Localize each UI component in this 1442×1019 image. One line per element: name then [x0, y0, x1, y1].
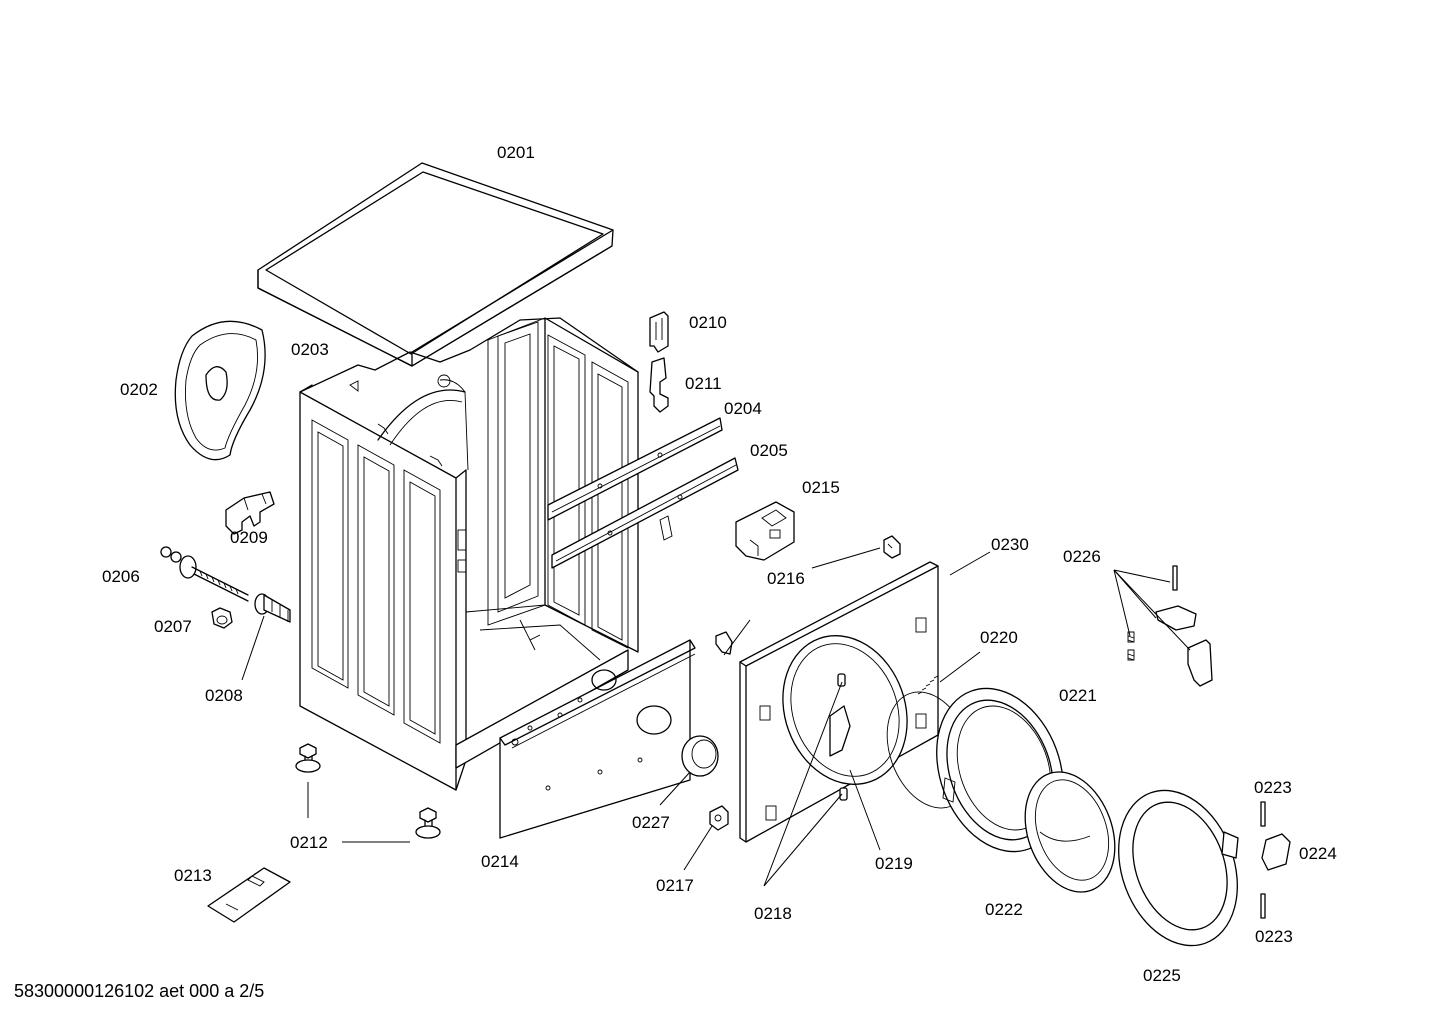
label-0223-top: 0223	[1254, 778, 1292, 797]
label-0202: 0202	[120, 380, 158, 399]
part-hinge-clip-0216	[883, 535, 901, 559]
part-plate-0213	[207, 867, 291, 923]
part-nut-0207	[211, 607, 233, 629]
label-0221: 0221	[1059, 686, 1097, 705]
part-rear-cover	[174, 320, 266, 461]
footer-document-code: 58300000126102 aet 000 a 2/5	[14, 981, 264, 1001]
label-0230: 0230	[991, 535, 1029, 554]
label-0220: 0220	[980, 628, 1018, 647]
label-0201: 0201	[497, 143, 535, 162]
label-0227: 0227	[632, 813, 670, 832]
label-0211: 0211	[685, 374, 722, 393]
label-0204: 0204	[724, 399, 762, 418]
label-0215: 0215	[802, 478, 840, 497]
label-0205: 0205	[750, 441, 788, 460]
part-front-panel-0230	[739, 561, 939, 843]
part-shock-0208	[254, 593, 291, 623]
part-door-lock-0215	[735, 501, 795, 561]
part-top-cover	[257, 162, 614, 367]
part-rail-0205	[551, 457, 739, 569]
part-hook-0211	[649, 357, 669, 413]
label-0216: 0216	[767, 569, 805, 588]
part-foot-0212a	[295, 743, 321, 773]
part-cap-0227	[681, 735, 719, 777]
part-door-ring-0225	[1118, 789, 1239, 947]
part-door-glass-0222	[1024, 771, 1116, 893]
part-clip-0209	[225, 491, 275, 535]
part-hook-0210	[649, 311, 669, 353]
part-pin-0223a	[1260, 801, 1266, 827]
part-rail-0204	[547, 417, 723, 521]
label-0217: 0217	[656, 876, 694, 895]
label-0224: 0224	[1299, 844, 1337, 863]
label-0212: 0212	[290, 833, 328, 852]
label-0222: 0222	[985, 900, 1023, 919]
label-0206: 0206	[102, 567, 140, 586]
label-0219: 0219	[875, 854, 913, 873]
label-0223-bottom: 0223	[1255, 927, 1293, 946]
label-0207: 0207	[154, 617, 192, 636]
label-0213: 0213	[174, 866, 212, 885]
part-labels: 0201 0202 0203 0204 0205 0206 0207 0208 …	[102, 143, 1337, 985]
label-0208: 0208	[205, 686, 243, 705]
label-0210: 0210	[689, 313, 727, 332]
label-0225: 0225	[1143, 966, 1181, 985]
part-cabinet	[299, 317, 639, 791]
label-0203: 0203	[291, 340, 329, 359]
label-0214: 0214	[481, 852, 519, 871]
part-valve-0217	[709, 805, 729, 831]
part-base-panel	[455, 639, 696, 839]
part-handle-0224	[1261, 833, 1291, 871]
leader-lines	[241, 547, 1191, 887]
label-0218: 0218	[754, 904, 792, 923]
label-0226: 0226	[1063, 547, 1101, 566]
part-clip-0227-side	[715, 631, 733, 655]
part-pin-0223b	[1260, 893, 1266, 919]
part-hinge-set-0226	[1127, 565, 1213, 687]
part-bolt-0206	[160, 546, 249, 602]
label-0209: 0209	[230, 528, 268, 547]
part-foot-0212b	[415, 807, 441, 839]
